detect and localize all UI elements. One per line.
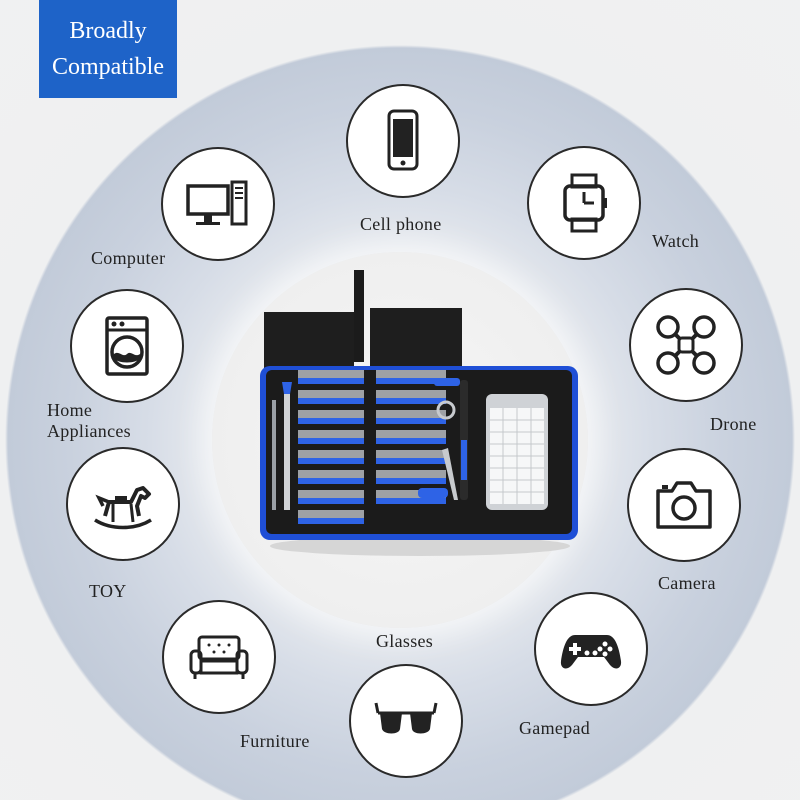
- cell-phone-icon: [387, 109, 419, 171]
- label-home-appliances: Home Appliances: [47, 400, 131, 442]
- label-gamepad: Gamepad: [519, 718, 591, 738]
- camera-circle: [627, 448, 741, 562]
- gamepad-circle: [534, 592, 648, 706]
- furniture-circle: [162, 600, 276, 714]
- label-glasses: Glasses: [376, 631, 434, 651]
- sofa-icon: [189, 635, 249, 679]
- watch-circle: [527, 146, 641, 260]
- label-toy: TOY: [89, 581, 127, 601]
- label-watch: Watch: [652, 231, 700, 251]
- badge-line-1: Broadly: [69, 18, 147, 44]
- toy-circle: [66, 447, 180, 561]
- label-home-appliances-line1: Home: [47, 400, 93, 420]
- broadly-compatible-badge: Broadly Compatible: [39, 0, 177, 98]
- label-camera: Camera: [658, 573, 716, 593]
- drone-circle: [629, 288, 743, 402]
- home-appliances-circle: [70, 289, 184, 403]
- gamepad-icon: [560, 635, 622, 669]
- cell-phone-circle: [346, 84, 460, 198]
- rocking-horse-icon: [94, 486, 152, 530]
- drone-icon: [656, 315, 716, 375]
- computer-circle: [161, 147, 275, 261]
- glasses-icon: [374, 702, 438, 734]
- label-furniture: Furniture: [240, 731, 310, 751]
- label-computer: Computer: [91, 248, 166, 268]
- camera-icon: [656, 481, 712, 529]
- computer-icon: [186, 180, 248, 226]
- label-cell-phone: Cell phone: [360, 214, 442, 234]
- badge-line-2: Compatible: [52, 54, 164, 80]
- glasses-circle: [349, 664, 463, 778]
- label-drone: Drone: [710, 414, 757, 434]
- label-home-appliances-line2: Appliances: [47, 421, 131, 441]
- watch-icon: [563, 173, 607, 233]
- screwdriver-kit-image: [260, 270, 578, 556]
- washing-machine-icon: [105, 316, 149, 376]
